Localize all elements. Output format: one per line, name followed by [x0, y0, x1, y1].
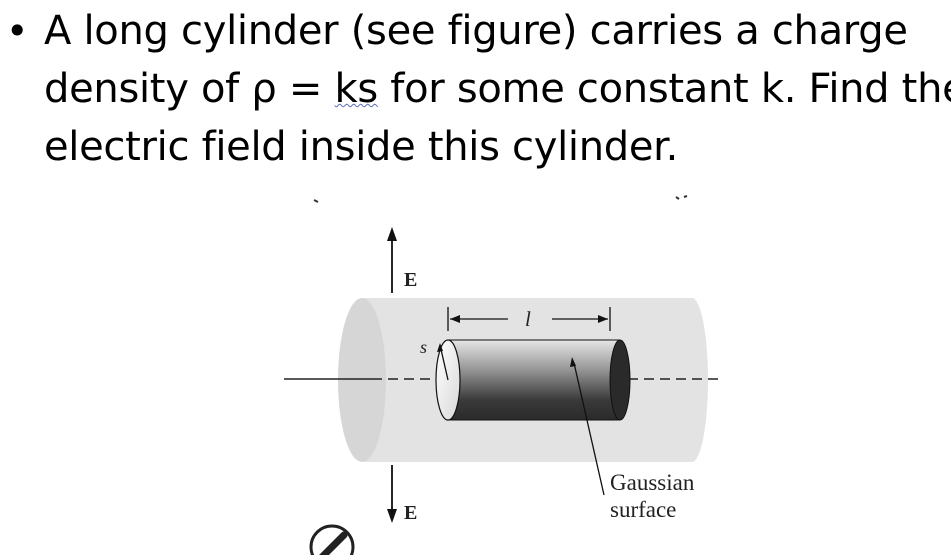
- edit-pencil-icon[interactable]: [309, 524, 355, 555]
- problem-line-1: A long cylinder (see figure) carries a c…: [44, 8, 908, 54]
- field-label-bottom: E: [404, 502, 417, 524]
- problem-line-2-end: for some constant k. Find the: [377, 66, 951, 112]
- gaussian-pointer: [573, 362, 605, 496]
- length-label: l: [525, 307, 531, 331]
- field-label-top: E: [404, 269, 417, 291]
- problem-line-2: density of ρ = ks for some constant k. F…: [44, 60, 951, 119]
- gaussian-cylinder-right-end: [609, 339, 631, 421]
- long-cylinder-right-end: [676, 298, 708, 462]
- gaussian-label-line-2: surface: [610, 497, 676, 522]
- charge-density-expression: ks: [334, 66, 378, 112]
- problem-line-2-start: density of ρ =: [44, 66, 335, 112]
- bullet: •: [6, 9, 29, 53]
- long-cylinder-left-end: [338, 298, 386, 462]
- gaussian-label-line-1: Gaussian: [610, 470, 695, 495]
- cylinder-figure: s l E E Gaussian surface: [284, 195, 720, 555]
- gaussian-cylinder-body: [448, 340, 620, 420]
- stray-mark-right: [675, 195, 688, 200]
- stray-mark-left: [313, 199, 319, 203]
- problem-line-3: electric field inside this cylinder.: [44, 124, 679, 170]
- radius-label: s: [420, 337, 427, 357]
